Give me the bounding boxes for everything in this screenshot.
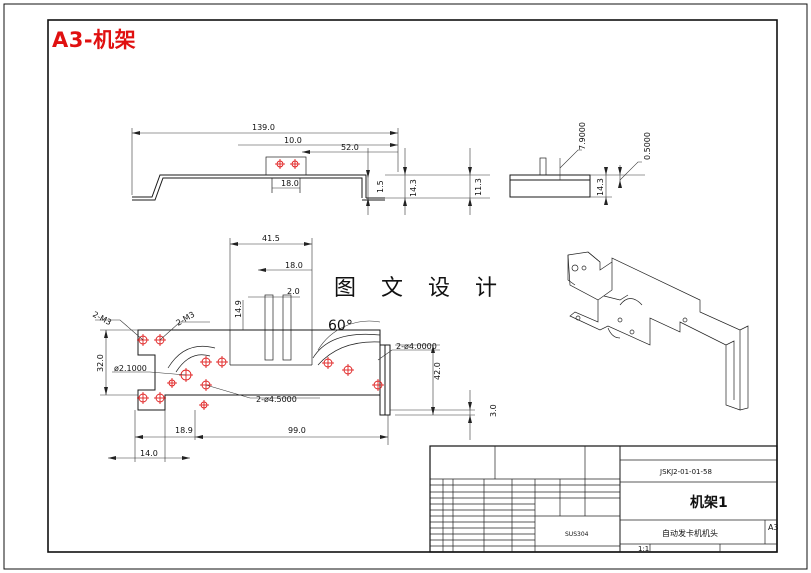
- dim-10: 10.0: [284, 136, 302, 145]
- dim-99: 99.0: [288, 426, 306, 435]
- dim-42: 42.0: [433, 362, 442, 380]
- dim-18: 18.0: [281, 179, 299, 188]
- watermark-text: 图 文 设 计: [334, 276, 506, 301]
- dim-0-5: 0.5000: [643, 132, 652, 160]
- dim-18-9: 18.9: [175, 426, 193, 435]
- dim-14: 14.0: [140, 449, 158, 458]
- scale: 1:1: [638, 545, 649, 553]
- assembly-name: 自动发卡机机头: [662, 528, 718, 538]
- sheet-title-tag: A3-机架: [52, 28, 137, 52]
- dim-angle: 60°: [328, 318, 353, 334]
- dim-3: 3.0: [489, 404, 498, 417]
- sheet-size: A3: [768, 523, 779, 532]
- top-view: 139.0 10.0 52.0 18.0 1.5 14.3 11.3: [131, 123, 490, 215]
- drawing-number: JSKJ2-01-01-58: [659, 468, 712, 476]
- hole-callout-b: ø2.1000: [114, 364, 147, 373]
- part-name: 机架1: [690, 494, 728, 511]
- dim-side-14-3: 14.3: [596, 178, 605, 196]
- dim-41-5: 41.5: [262, 234, 280, 243]
- dim-1-5: 1.5: [376, 180, 385, 193]
- dim-52: 52.0: [341, 143, 359, 152]
- title-block: JSKJ2-01-01-58 机架1 SUS304 自动发卡机机头 A3 1:1: [429, 445, 779, 553]
- dim-overall: 139.0: [252, 123, 275, 132]
- inner-border: [47, 19, 778, 553]
- thread-callout-a: 2-M3: [91, 310, 113, 327]
- dim-32: 32.0: [96, 354, 105, 372]
- thread-callout-b: 2-M3: [175, 310, 197, 328]
- dim-11-3: 11.3: [474, 178, 483, 196]
- hole-callout-c: 2-ø4.5000: [256, 395, 297, 404]
- side-view: 7.9000 0.5000 14.3: [509, 122, 652, 205]
- dim-2: 2.0: [287, 287, 300, 296]
- material: SUS304: [565, 531, 589, 538]
- hole-callout-a: 2-ø4.0000: [396, 342, 437, 351]
- dim-14-3: 14.3: [409, 179, 418, 197]
- outer-border: [3, 3, 808, 570]
- isometric-view: [567, 251, 749, 411]
- front-view: 41.5 18.0 2.0 14.9 60° 2-M3 2-M3 2-ø4.00…: [91, 234, 498, 462]
- dim-front-18: 18.0: [285, 261, 303, 270]
- dim-7-9: 7.9000: [578, 122, 587, 150]
- dim-14-9: 14.9: [234, 300, 243, 318]
